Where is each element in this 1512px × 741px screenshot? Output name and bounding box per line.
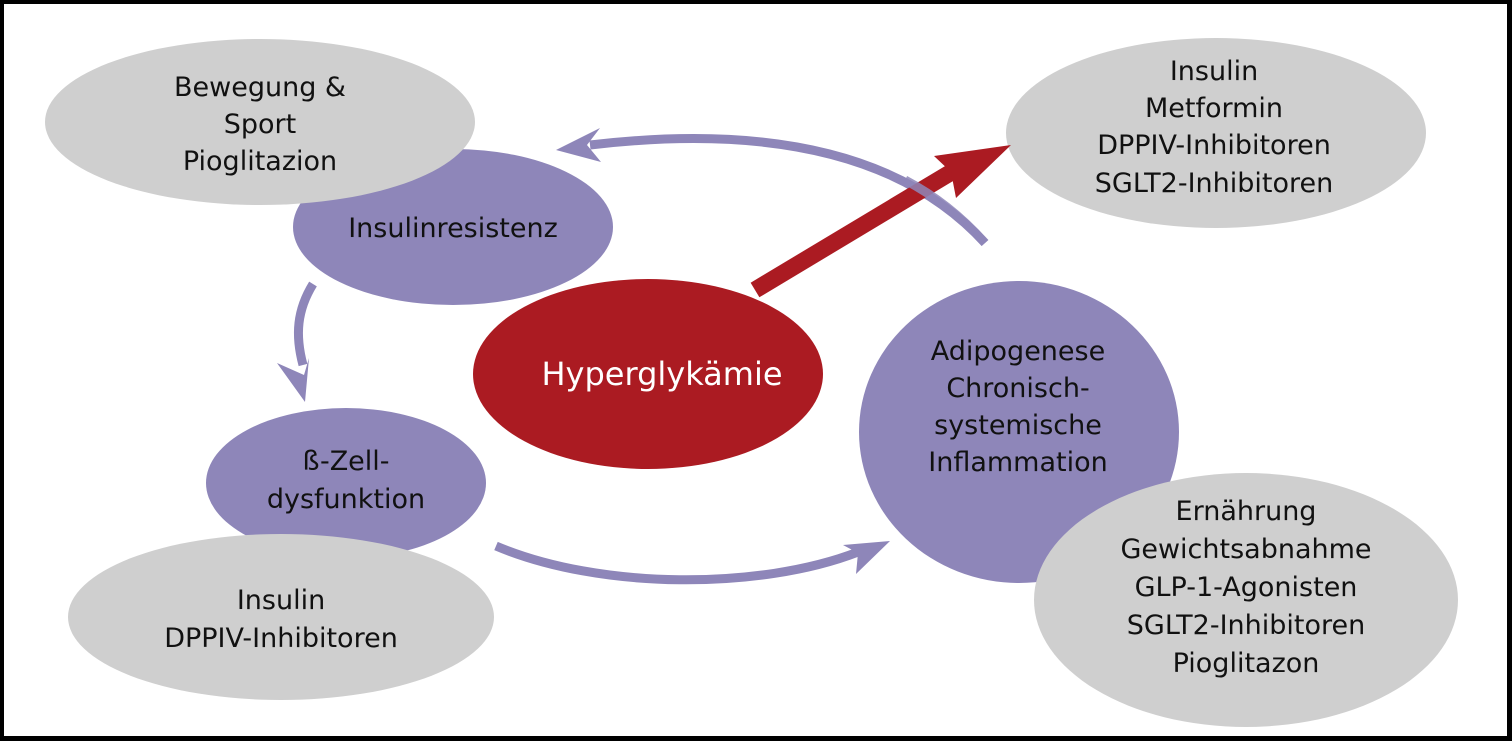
node-bewegung-overlay: Bewegung & Sport Pioglitazion xyxy=(45,39,475,205)
arrow-shaft xyxy=(293,281,317,367)
node-label: Pioglitazon xyxy=(1173,648,1320,679)
node-hyperglykaemie: Hyperglykämie xyxy=(473,279,823,469)
node-shape xyxy=(45,39,475,205)
arrowhead-icon xyxy=(843,541,890,574)
node-label: Insulin xyxy=(237,585,325,616)
node-shape xyxy=(68,534,494,700)
node-label: Gewichtsabnahme xyxy=(1120,534,1371,565)
node-label: Bewegung & xyxy=(174,72,346,103)
node-shape xyxy=(1006,38,1426,228)
arrowhead-icon xyxy=(556,128,601,162)
node-label: Insulinresistenz xyxy=(348,213,558,244)
node-shape xyxy=(859,281,1179,583)
arrow-shaft xyxy=(494,541,860,585)
arrowhead-icon xyxy=(934,145,1011,198)
node-label: Insulin xyxy=(1170,56,1258,87)
node-label: Sport xyxy=(224,109,296,140)
node-label: Metformin xyxy=(1145,93,1283,124)
arrowhead-icon xyxy=(277,358,309,402)
node-label: Adipogenese xyxy=(931,336,1105,367)
node-label: dysfunktion xyxy=(267,484,425,515)
node-label: SGLT2-Inhibitoren xyxy=(1127,610,1365,641)
arrow-hyperglykaemie-to-therapy xyxy=(750,145,1011,298)
arrow-betazell-to-adipogenese xyxy=(494,541,890,585)
node-adipogenese: Adipogenese Chronisch- systemische Infla… xyxy=(859,281,1179,583)
node-insulin-dppiv: Insulin DPPIV-Inhibitoren xyxy=(68,534,494,700)
node-insulin-metformin: Insulin Metformin DPPIV-Inhibitoren SGLT… xyxy=(1006,38,1426,228)
node-label: Pioglitazion xyxy=(183,146,337,177)
node-label: SGLT2-Inhibitoren xyxy=(1095,168,1333,199)
node-shape xyxy=(473,279,823,469)
node-shape xyxy=(1034,473,1458,727)
node-label: ß-Zell- xyxy=(302,446,389,477)
node-label: Inflammation xyxy=(928,447,1108,478)
arrow-shaft-overlap xyxy=(902,176,989,246)
node-label: Hyperglykämie xyxy=(541,355,782,393)
node-label: Chronisch- xyxy=(946,373,1089,404)
node-beta-zell: ß-Zell- dysfunktion xyxy=(206,408,486,558)
node-label: Ernährung xyxy=(1176,496,1317,527)
node-ernaehrung: Ernährung Gewichtsabnahme GLP-1-Agoniste… xyxy=(1034,473,1458,727)
node-shape xyxy=(206,408,486,558)
node-label: systemische xyxy=(934,410,1102,441)
arrow-insulinresistenz-to-betazell xyxy=(277,281,317,402)
node-label: GLP-1-Agonisten xyxy=(1135,572,1358,603)
node-label: DPPIV-Inhibitoren xyxy=(164,623,398,654)
node-label: DPPIV-Inhibitoren xyxy=(1097,130,1331,161)
